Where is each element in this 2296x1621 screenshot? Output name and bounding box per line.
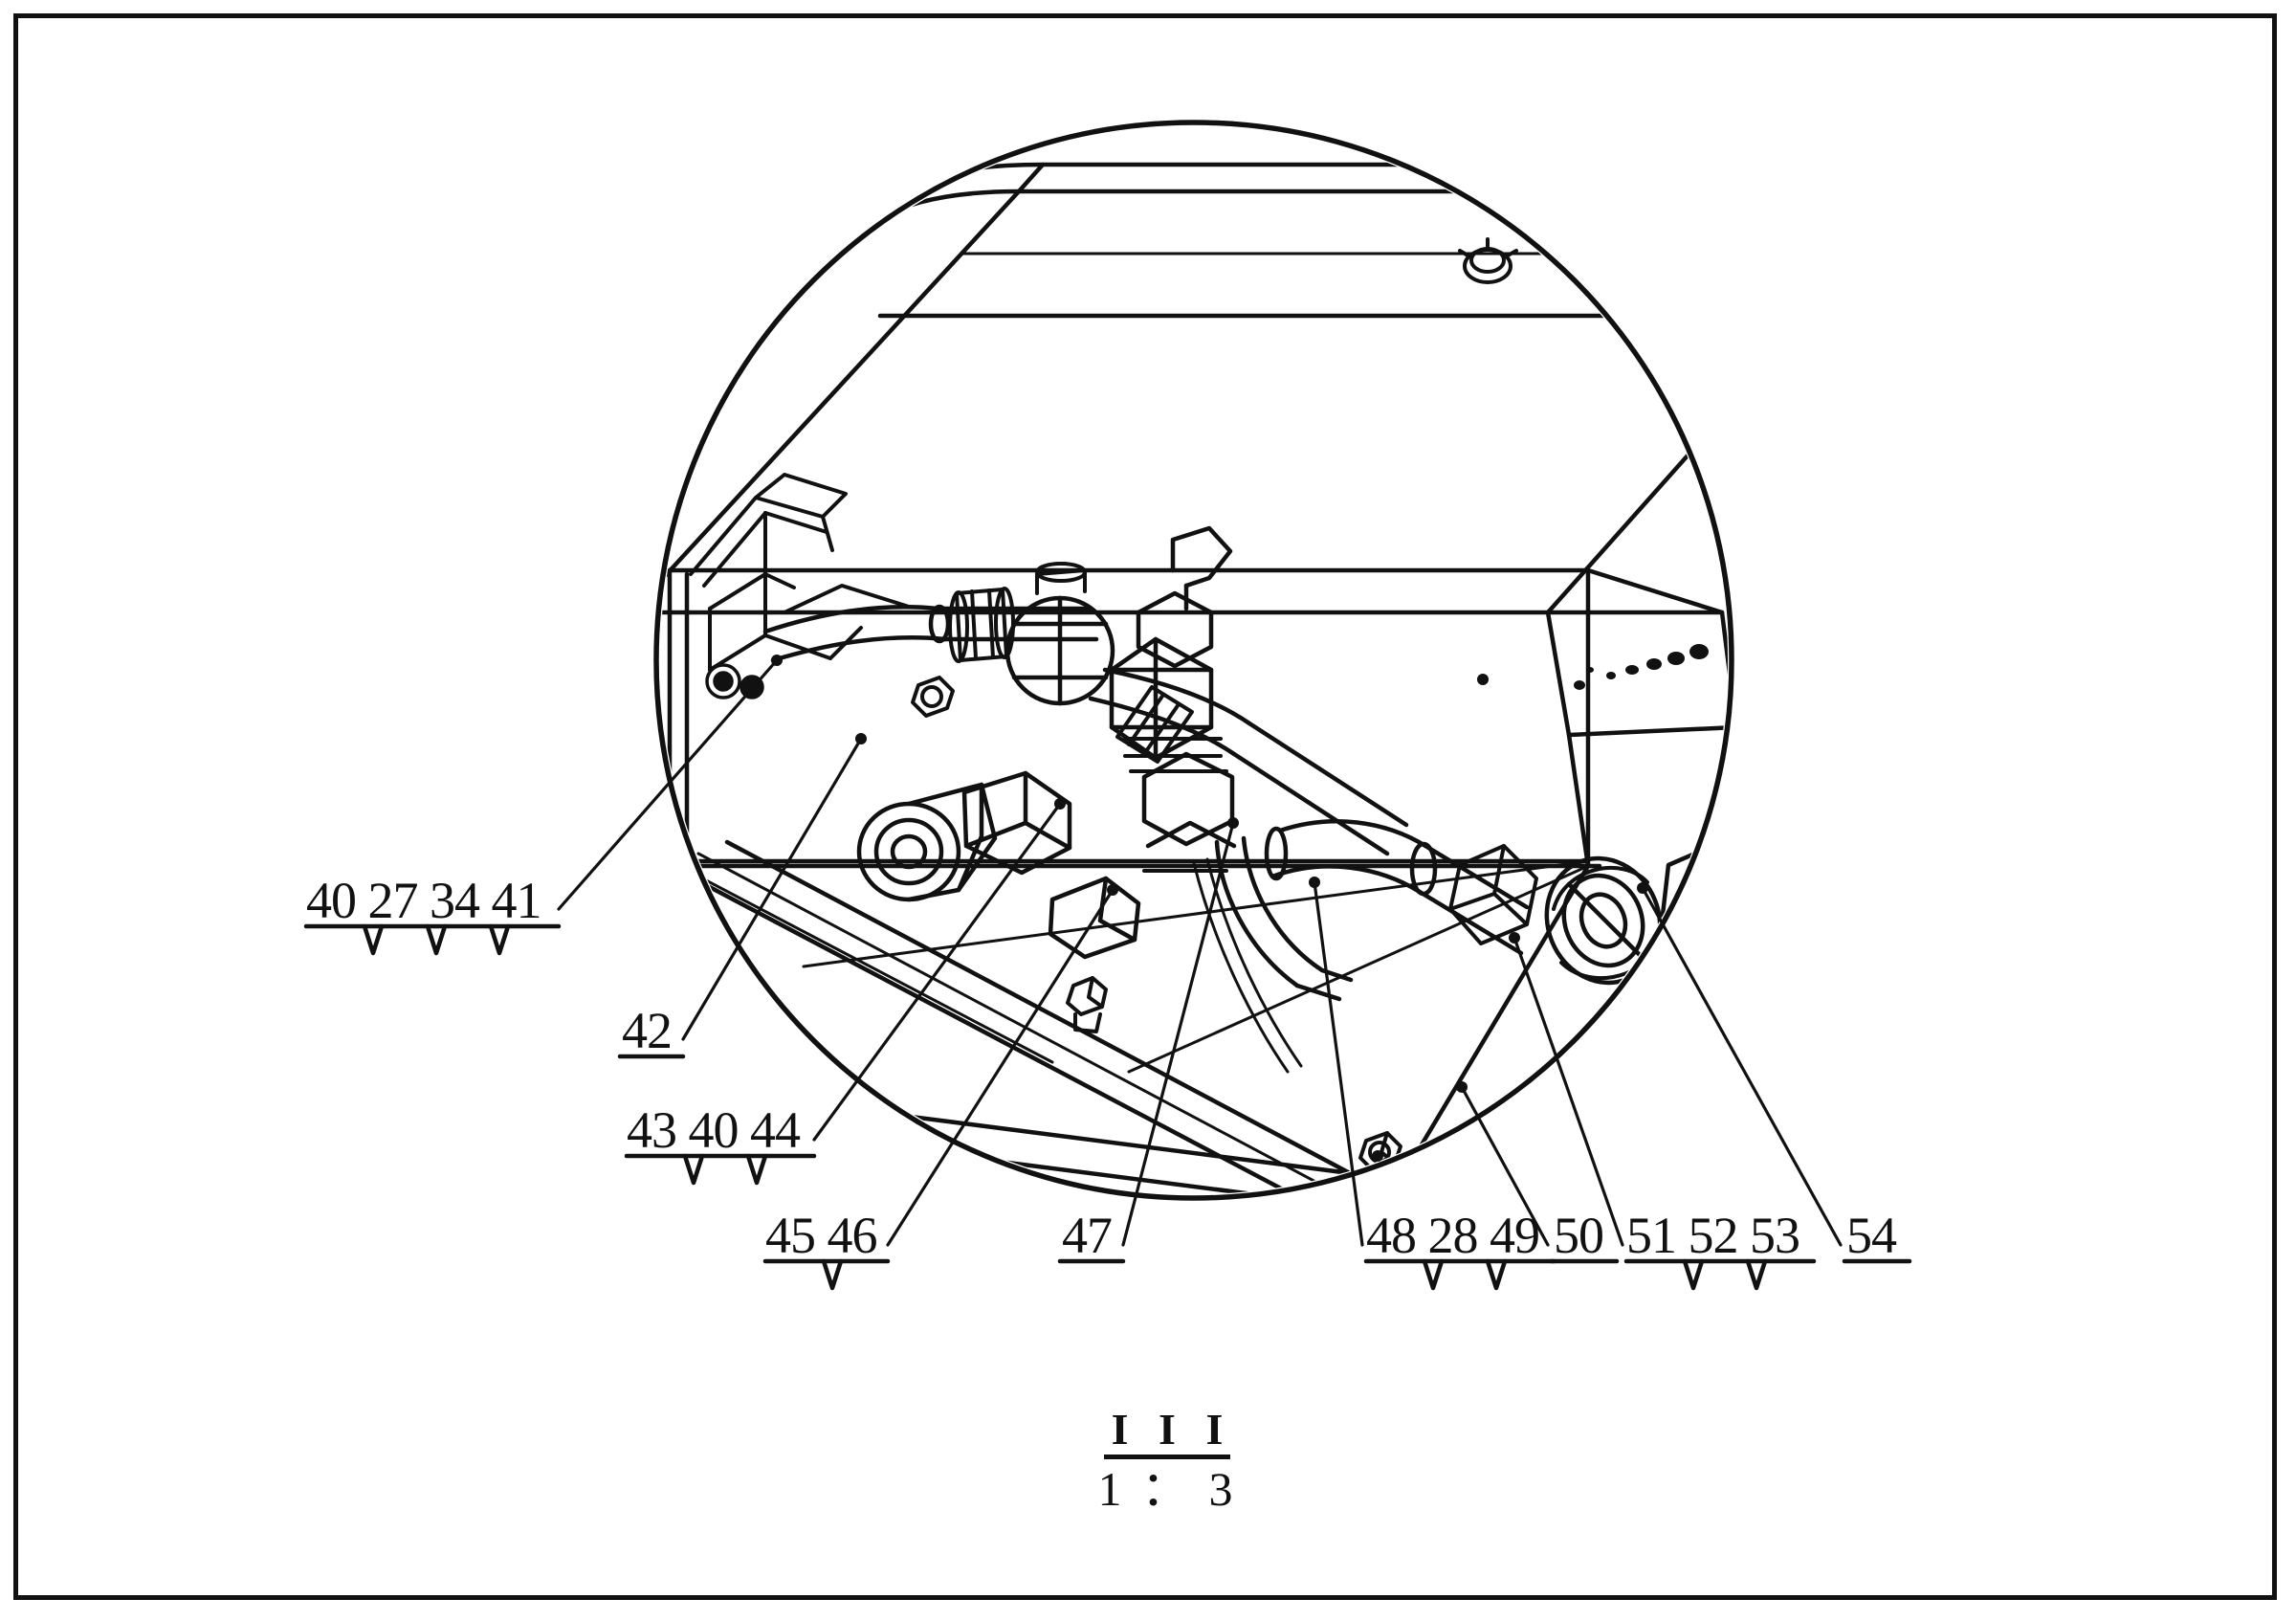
right-shaft-collar [1448, 844, 1538, 945]
view-scale: 1 ： 3 [1097, 1462, 1237, 1516]
hub-clamp [1660, 843, 1728, 944]
valve-dome-stem [1035, 562, 1087, 595]
label-group-51-52-53[interactable]: 51 52 53 [1626, 1207, 1800, 1264]
label-54[interactable]: 54 [1846, 1207, 1897, 1264]
label-group-48-28-49[interactable]: 48 28 49 [1366, 1207, 1540, 1264]
lower-beam [782, 1098, 1465, 1194]
label-50[interactable]: 50 [1554, 1207, 1604, 1264]
perforation-dots [1574, 644, 1709, 690]
detail-contents [660, 162, 1728, 1194]
label-42[interactable]: 42 [622, 1002, 673, 1059]
upper-pipe-run [762, 604, 1099, 663]
aux-hose [1192, 857, 1303, 1074]
view-caption: I I I 1 ： 3 [1062, 1405, 1272, 1516]
deck-panel-seams [960, 163, 1728, 255]
drop-tube [1214, 835, 1354, 1002]
detail-circle-outline [653, 120, 1734, 1201]
valve-dome [1004, 595, 1115, 706]
lower-pipe-run [1088, 667, 1409, 856]
caption-rule [1104, 1454, 1230, 1459]
side-skirt [667, 567, 1602, 869]
centre-valve-bands [1123, 737, 1228, 873]
fastener-a [1066, 976, 1108, 1033]
leader-lines [557, 658, 1843, 1247]
deck-nose [820, 162, 1046, 254]
label-underlines [303, 923, 1912, 1291]
leader-dots [771, 655, 1648, 1162]
view-roman-numeral: I I I [1111, 1405, 1233, 1454]
label-47[interactable]: 47 [1062, 1207, 1113, 1264]
fastener-c [911, 676, 955, 718]
label-group-43-40-44[interactable]: 43 40 44 [627, 1101, 801, 1159]
centre-valve-handle [1170, 525, 1233, 611]
left-bracket-ring [705, 663, 764, 699]
label-group-45-46[interactable]: 45 46 [765, 1207, 877, 1264]
deck-fastener [1458, 237, 1518, 284]
pipe-union-1 [948, 587, 1015, 663]
left-flange [856, 782, 998, 902]
label-group-40-27-34-41[interactable]: 40 27 34 41 [306, 872, 541, 929]
